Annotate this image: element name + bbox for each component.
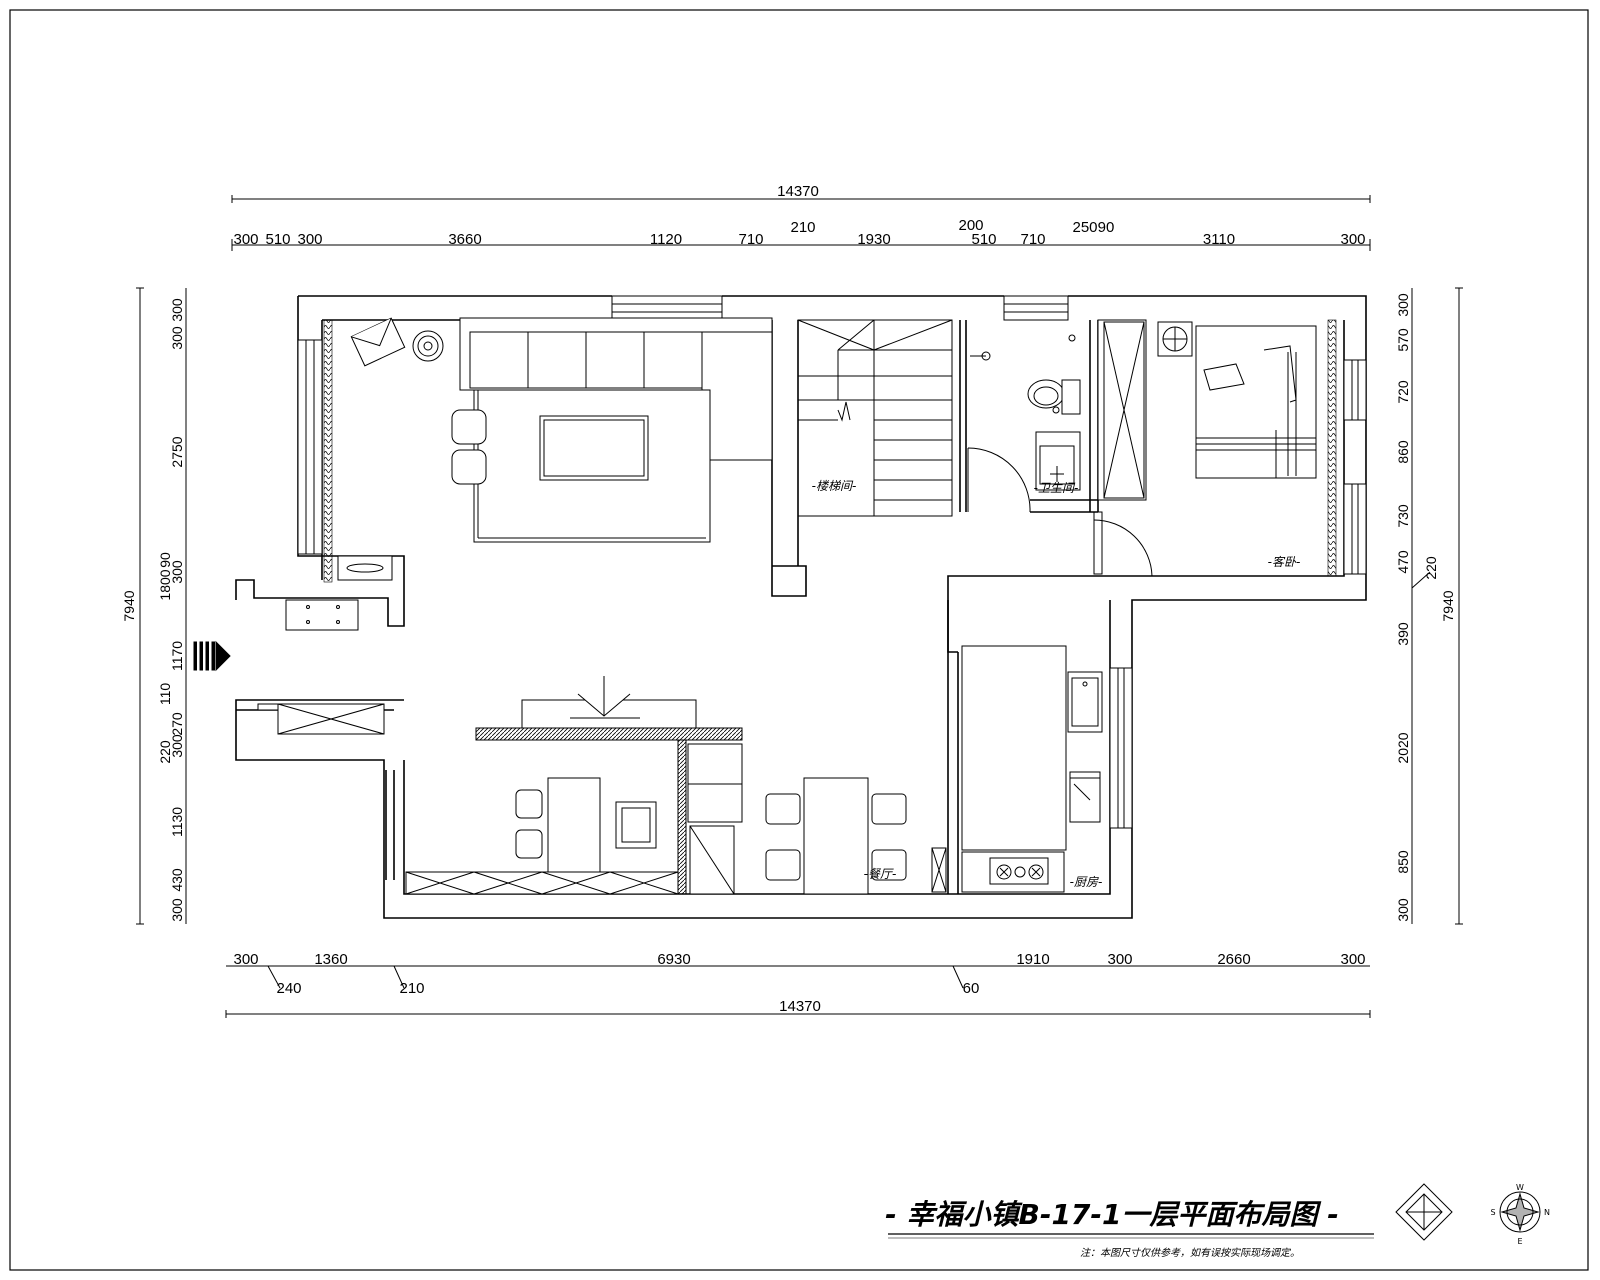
dim-left-8: 110: [157, 683, 173, 706]
dim-top-4: 3660: [448, 231, 481, 248]
dim-left-12: 1130: [169, 807, 185, 837]
compass-n: N: [1544, 1208, 1550, 1217]
compass-s: S: [1490, 1208, 1495, 1217]
bathroom-door: [967, 447, 1031, 513]
dim-right-9: 2020: [1395, 732, 1411, 763]
dim-right-total: 7940: [1440, 590, 1456, 621]
dim-bottom-1: 300: [233, 951, 258, 968]
window-left-living: [297, 339, 323, 555]
dim-top-total: 14370: [777, 183, 819, 200]
dim-top-5: 1120: [650, 231, 682, 248]
window-right-guest: [1343, 359, 1367, 575]
dim-bottom-10: 300: [1340, 951, 1365, 968]
dim-right-2: 570: [1395, 328, 1411, 352]
window-top-bath: [1003, 295, 1069, 321]
dim-top-10: 510: [971, 231, 996, 248]
dim-left-10: 300: [169, 734, 185, 758]
dim-left-5: 90: [157, 552, 173, 568]
dim-bottom-3: 1360: [314, 951, 347, 968]
dining-furniture: [687, 743, 947, 895]
dim-right-3: 720: [1395, 380, 1411, 404]
dim-top-11: 710: [1020, 231, 1045, 248]
room-label-kitchen: -厨房-: [1070, 875, 1103, 889]
dim-left-4: 1800: [157, 569, 173, 600]
bathroom-fixtures: [970, 334, 1081, 491]
dimension-right: [1411, 287, 1463, 925]
dim-top-13: 90: [1098, 219, 1115, 236]
dimension-left: [136, 287, 187, 925]
room-label-guest: -客卧-: [1268, 555, 1301, 569]
kitchen-fixtures: [961, 645, 1103, 893]
dimension-bottom: [225, 965, 1371, 1018]
dim-right-8: 390: [1395, 622, 1411, 646]
dim-bottom-8: 300: [1107, 951, 1132, 968]
dim-bottom-5: 6930: [657, 951, 690, 968]
dim-bottom-total: 14370: [779, 998, 821, 1015]
dim-bottom-6: 60: [963, 980, 980, 997]
drawing-note: 注：本图尺寸仅供参考，如有误按实际现场调定。: [1080, 1247, 1300, 1259]
guest-door: [1093, 511, 1153, 577]
dim-top-7: 210: [790, 219, 815, 236]
staircase: [797, 319, 953, 517]
dim-left-7: 1170: [169, 641, 185, 671]
room-label-stair: -楼梯间-: [812, 479, 857, 493]
compass-e: E: [1517, 1237, 1522, 1246]
dim-left-13: 300: [169, 898, 185, 922]
drawing-border: [9, 9, 1589, 1271]
guest-furniture: [1097, 319, 1317, 501]
dim-top-15: 300: [1340, 231, 1365, 248]
window-kitchen: [1109, 667, 1133, 829]
dim-top-2: 510: [265, 231, 290, 248]
dim-top-9: 200: [958, 217, 983, 234]
dim-right-11: 300: [1395, 898, 1411, 922]
dim-top-8: 1930: [857, 231, 890, 248]
study-furniture: [405, 676, 743, 895]
dim-right-4: 860: [1395, 440, 1411, 464]
dim-left-2: 300: [169, 326, 185, 350]
logo-icon: [1395, 1183, 1453, 1241]
dim-left-9: 270: [169, 712, 185, 736]
dimension-top: [231, 195, 1371, 251]
dim-right-5: 730: [1395, 504, 1411, 528]
curtain-living-left: [323, 319, 333, 583]
compass-w: W: [1516, 1183, 1524, 1192]
dim-right-6: 470: [1395, 550, 1411, 574]
dim-top-1: 300: [233, 231, 258, 248]
dim-bottom-4: 210: [399, 980, 424, 997]
dim-top-6: 710: [738, 231, 763, 248]
dim-left-14: 430: [169, 868, 185, 892]
window-top-living: [611, 295, 723, 321]
dim-top-3: 300: [297, 231, 322, 248]
dim-bottom-7: 1910: [1016, 951, 1049, 968]
dim-left-1: 300: [169, 298, 185, 322]
dim-left-3: 2750: [169, 436, 185, 467]
dim-left-6: 300: [169, 560, 185, 584]
room-label-dining: -餐厅-: [864, 867, 897, 881]
dim-right-1: 300: [1395, 293, 1411, 317]
dim-bottom-2: 240: [276, 980, 301, 997]
living-furniture: [285, 317, 773, 631]
dim-right-10: 850: [1395, 850, 1411, 874]
dim-bottom-9: 2660: [1217, 951, 1250, 968]
dim-left-11: 220: [157, 740, 173, 764]
dim-left-total: 7940: [121, 590, 137, 621]
shoe-cabinet: [257, 703, 385, 735]
entry-arrow-icon: [193, 640, 231, 672]
dim-top-12: 250: [1072, 219, 1097, 236]
dim-top-14: 3110: [1203, 231, 1235, 248]
dim-right-7: 220: [1423, 556, 1439, 580]
curtain-guest-right: [1327, 319, 1337, 577]
room-label-bath: -卫生间-: [1034, 481, 1079, 495]
compass-icon: [1499, 1191, 1541, 1233]
drawing-title: - 幸福小镇B-17-1一层平面布局图 -: [885, 1198, 1339, 1231]
